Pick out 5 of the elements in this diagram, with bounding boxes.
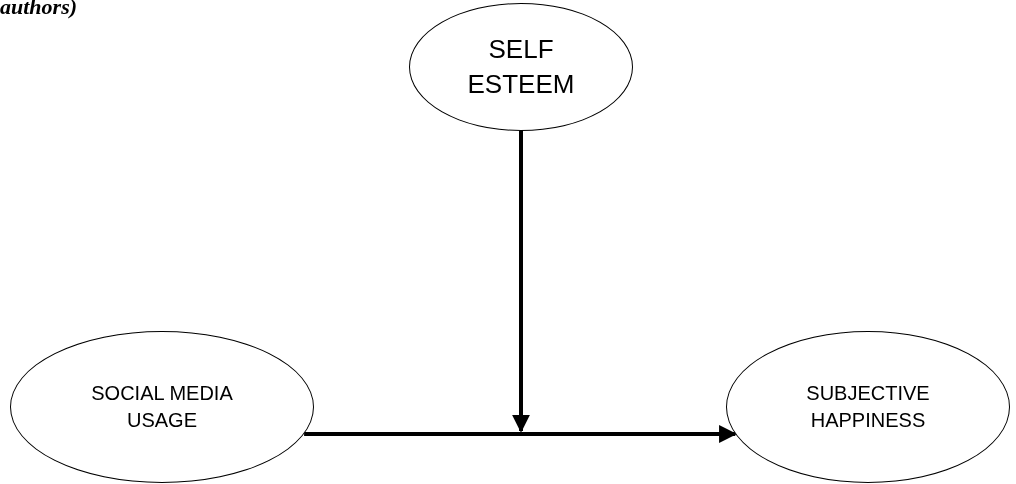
variable-label: SOCIAL MEDIA USAGE — [90, 381, 234, 433]
variable-label: SELF ESTEEM — [466, 32, 576, 101]
arrow — [304, 425, 738, 443]
arrow — [512, 131, 530, 433]
variable-label: SUBJECTIVE HAPPINESS — [805, 381, 931, 433]
